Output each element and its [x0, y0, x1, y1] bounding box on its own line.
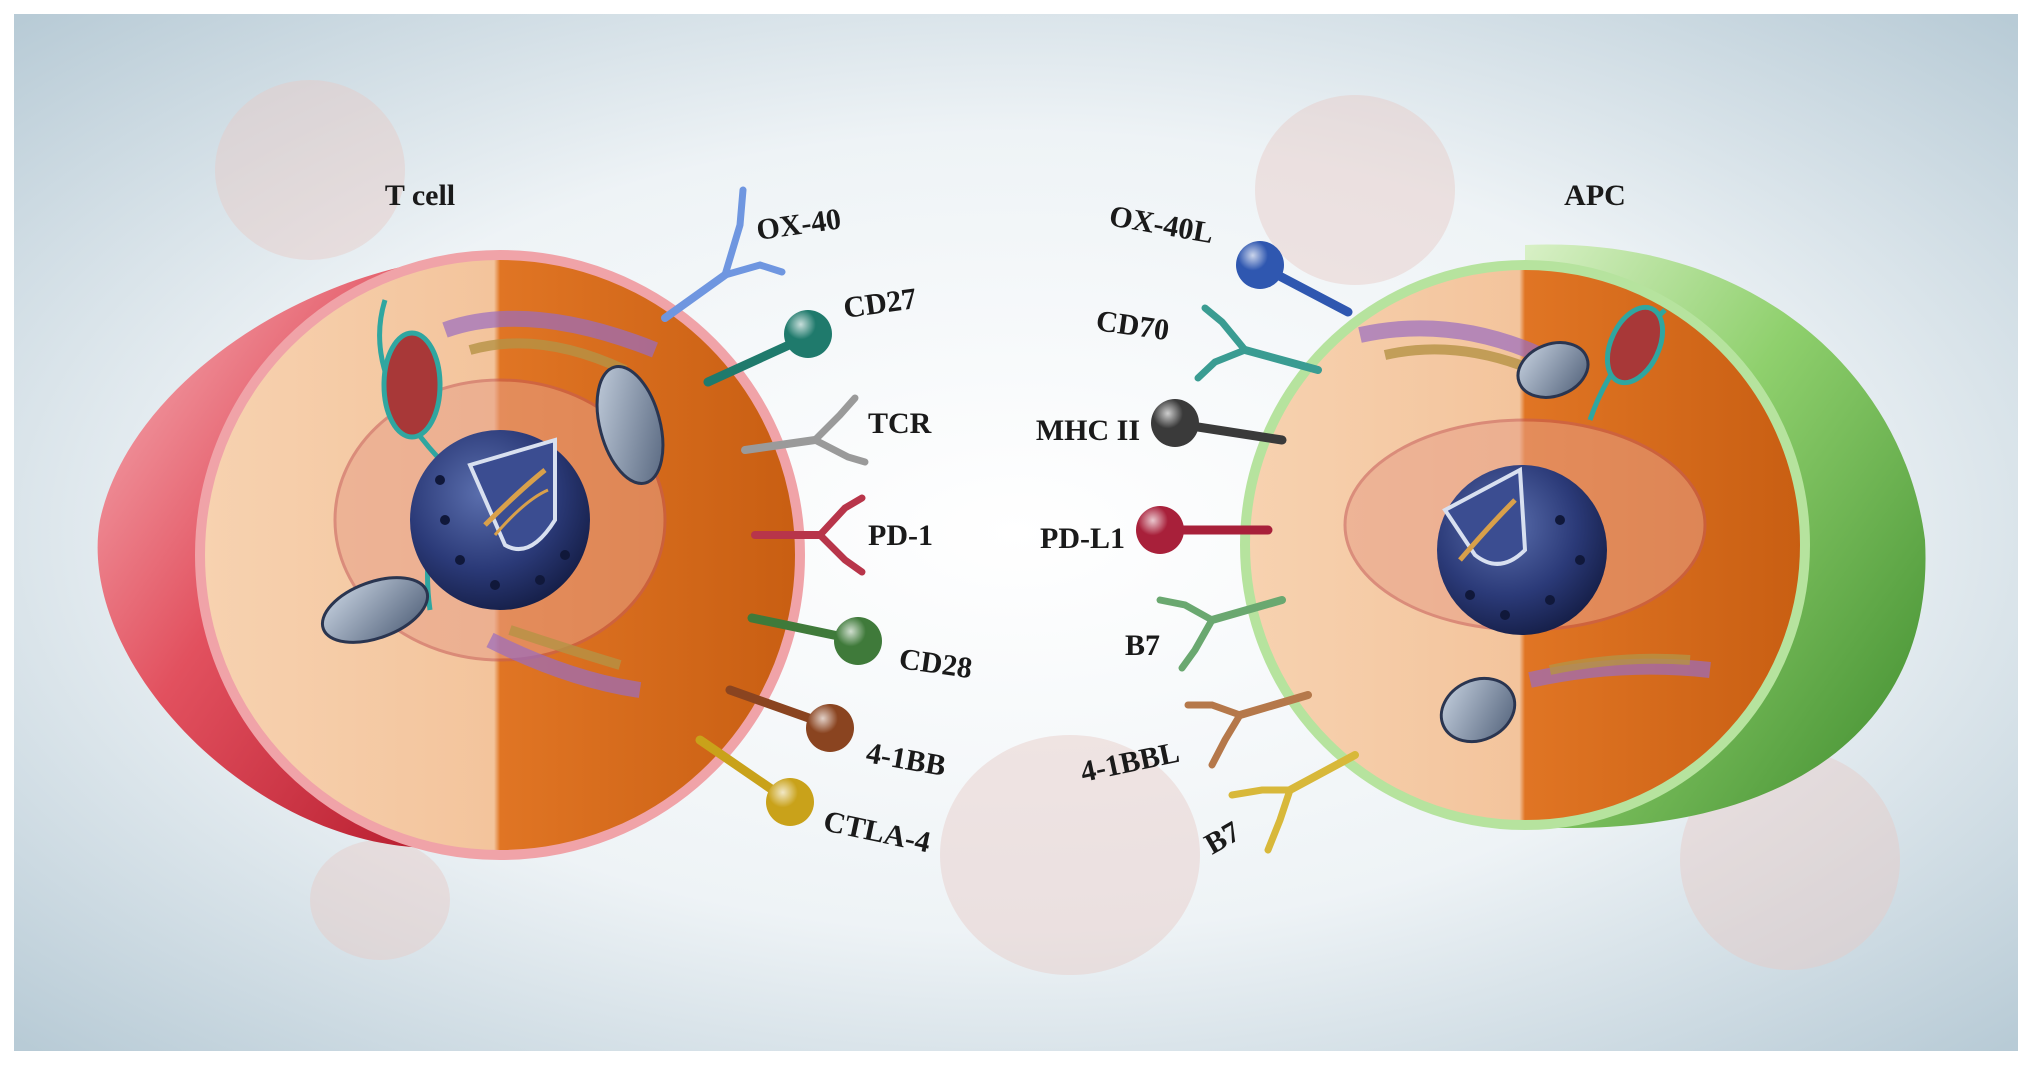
ligand-arm: [1201, 304, 1249, 354]
ligand-arm: [1208, 711, 1244, 769]
receptor-arm: [811, 394, 859, 444]
ligand-arm: [1228, 786, 1294, 799]
t-cell-nucleus: [410, 430, 590, 610]
receptor-label: TCR: [868, 407, 932, 440]
apc-cell: APC: [1240, 179, 1926, 830]
ligand-stem: [1208, 596, 1286, 624]
receptor-stem: [747, 613, 853, 643]
receptor-cd28: CD28: [747, 613, 974, 685]
ligand-stem: [1180, 420, 1287, 445]
receptor-arm: [816, 531, 866, 576]
ligand-pd-l1: PD-L1: [1040, 506, 1273, 555]
receptor-stem: [725, 685, 825, 727]
receptor-label: PD-1: [868, 519, 933, 552]
apc-title: APC: [1564, 179, 1626, 212]
apc-nucleus: [1437, 465, 1607, 635]
ligand-mhc-ii: MHC II: [1036, 399, 1287, 447]
ligand-b7: B7: [1125, 596, 1286, 672]
ligand-label: B7: [1125, 629, 1160, 662]
ligand-label: PD-L1: [1040, 522, 1125, 555]
ligand-stem: [1286, 751, 1359, 794]
receptor-arm: [816, 494, 866, 539]
receptor-arm: [721, 261, 786, 279]
ligand-stem: [1236, 691, 1312, 719]
t-cell-receptors: OX-40 CD27 TCR PD-1 CD28: [661, 186, 974, 859]
t-cell: T cell: [97, 179, 805, 860]
receptor-stem: [703, 335, 805, 387]
t-cell-title: T cell: [385, 179, 455, 212]
ligand-label: MHC II: [1036, 414, 1140, 447]
receptor-4-1bb: 4-1BB: [725, 685, 948, 783]
ligand-stem: [1263, 265, 1353, 317]
receptor-stem: [741, 436, 819, 454]
receptor-pd1: PD-1: [751, 494, 933, 576]
receptor-tcr: TCR: [741, 394, 932, 466]
ligand-stem: [1241, 346, 1322, 374]
receptor-stem: [695, 735, 785, 800]
receptor-stem: [661, 271, 729, 322]
ligand-arm: [1178, 616, 1216, 672]
ligand-arm: [1156, 596, 1216, 624]
ligand-arm: [1194, 346, 1249, 382]
background-protein-shapes: [215, 80, 1900, 975]
receptor-arm: [721, 186, 747, 279]
ligand-arm: [1184, 701, 1244, 719]
ligand-arm: [1264, 786, 1294, 854]
receptor-arm: [811, 436, 869, 466]
